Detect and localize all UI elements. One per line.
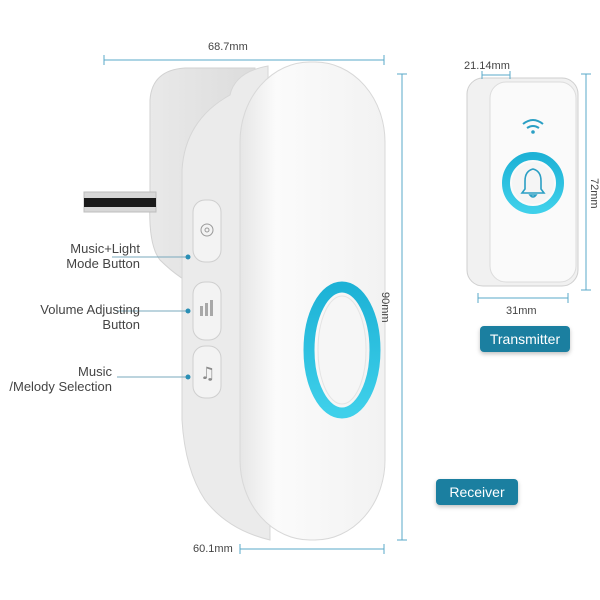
transmitter-height-label: 72mm <box>588 178 600 209</box>
transmitter-depth-label: 21.14mm <box>464 60 510 72</box>
light-mode-button <box>192 199 222 263</box>
callout-music-light-line2: Mode Button <box>66 256 140 271</box>
receiver-depth-label: 60.1mm <box>193 543 233 555</box>
callout-music-light: Music+Light Mode Button <box>36 241 140 271</box>
receiver-body <box>239 61 386 541</box>
music-button <box>192 345 222 399</box>
music-note-icon: ♫ <box>200 364 215 384</box>
receiver-width-label: 68.7mm <box>208 41 248 53</box>
receiver-light-ring <box>303 281 381 419</box>
transmitter-width-label: 31mm <box>506 305 537 317</box>
callout-music-selection-line1: Music <box>78 364 112 379</box>
transmitter-dimension-lines <box>477 71 591 303</box>
callout-music-selection: Music /Melody Selection <box>2 364 112 394</box>
callout-music-selection-line2: /Melody Selection <box>9 379 112 394</box>
receiver-dimension-lines <box>103 55 407 554</box>
light-mode-icon <box>200 223 214 237</box>
callout-music-light-line1: Music+Light <box>70 241 140 256</box>
callout-volume: Volume Adjusting Button <box>2 302 140 332</box>
receiver-badge: Receiver <box>436 479 518 505</box>
bell-icon <box>520 168 546 198</box>
callout-lines <box>112 256 186 378</box>
transmitter-badge: Transmitter <box>480 326 570 352</box>
transmitter-button-ring <box>502 152 564 214</box>
receiver-height-label: 90mm <box>379 292 391 323</box>
callout-volume-line2: Button <box>102 317 140 332</box>
wifi-signal-icon <box>522 119 544 129</box>
volume-icon <box>200 300 213 316</box>
callout-volume-line1: Volume Adjusting <box>40 302 140 317</box>
